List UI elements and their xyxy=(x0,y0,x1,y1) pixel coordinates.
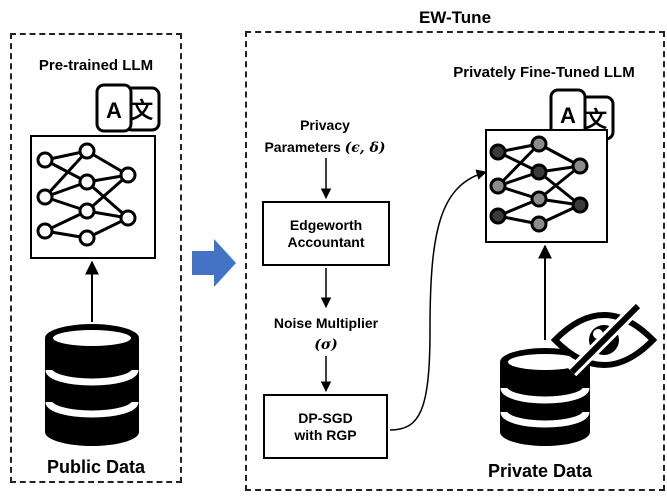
neural-network-icon xyxy=(36,142,137,247)
public-data-label: Public Data xyxy=(46,457,146,477)
edgeworth-accountant-box: Edgeworth Accountant xyxy=(262,201,390,266)
left-panel xyxy=(10,33,182,483)
dpsgd-to-model-arrow xyxy=(389,169,488,431)
translate-icon-letter-b: 文 xyxy=(585,107,608,132)
dp-sgd-box: DP-SGD with RGP xyxy=(263,394,388,459)
noise-multiplier-symbol: (σ) xyxy=(314,337,338,353)
privacy-params-label: Privacy Parameters (ϵ, δ) xyxy=(264,117,386,156)
translate-icon: 文 A xyxy=(95,83,161,133)
private-data-label: Private Data xyxy=(487,461,593,481)
left-panel-title: Pre-trained LLM xyxy=(38,57,154,74)
neural-network-icon xyxy=(489,135,589,233)
translate-icon-letter-a: A xyxy=(106,98,122,123)
eye-slash-icon xyxy=(550,301,658,377)
right-panel xyxy=(245,31,665,491)
transfer-arrow xyxy=(192,239,236,287)
private-database-icon xyxy=(500,348,590,446)
public-database-icon xyxy=(45,324,139,446)
translate-icon-letter-a: A xyxy=(560,103,576,128)
right-panel-title: Privately Fine-Tuned LLM xyxy=(453,64,635,81)
noise-multiplier-label: Noise Multiplier (σ) xyxy=(255,312,397,356)
privacy-params-math: (ϵ, δ) xyxy=(344,140,386,156)
ew-tune-header: EW-Tune xyxy=(418,8,492,27)
translate-icon-letter-b: 文 xyxy=(131,98,154,123)
